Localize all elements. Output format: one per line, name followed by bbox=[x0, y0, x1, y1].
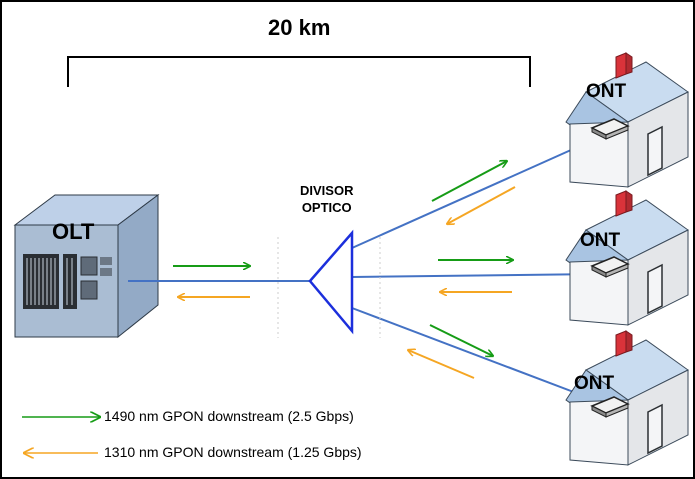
optical-splitter-icon bbox=[308, 229, 354, 335]
fiber-lines bbox=[128, 136, 601, 403]
ont-label-2: ONT bbox=[580, 230, 621, 251]
olt-cabinet-icon bbox=[13, 194, 160, 339]
fiber-ont-3 bbox=[351, 307, 601, 403]
fiber-ont-1 bbox=[351, 136, 601, 249]
distance-label: 20 km bbox=[268, 15, 331, 40]
upstream-arrow-ont-1 bbox=[447, 186, 516, 224]
signal-arrows bbox=[173, 161, 516, 379]
downstream-arrow-ont-1 bbox=[431, 161, 507, 202]
olt-label: OLT bbox=[52, 219, 95, 244]
fiber-ont-2 bbox=[351, 273, 601, 278]
splitter-label-line1: DIVISOR bbox=[300, 183, 354, 198]
house-ont-1-icon bbox=[565, 52, 689, 188]
legend-upstream-text: 1310 nm GPON downstream (1.25 Gbps) bbox=[104, 444, 362, 460]
ont-label-1: ONT bbox=[586, 81, 627, 102]
upstream-arrow-ont-3 bbox=[408, 350, 475, 379]
splitter-label-line2: OPTICO bbox=[301, 200, 352, 215]
house-ont-2-icon bbox=[565, 190, 689, 326]
splitter-dotted-outline bbox=[277, 237, 381, 338]
distance-bracket bbox=[67, 56, 531, 87]
ont-label-3: ONT bbox=[574, 373, 615, 394]
house-ont-3-icon bbox=[565, 330, 689, 466]
splitter-label: DIVISOR OPTICO bbox=[300, 182, 353, 216]
legend-downstream-text: 1490 nm GPON downstream (2.5 Gbps) bbox=[104, 408, 354, 424]
downstream-arrow-ont-3 bbox=[429, 324, 493, 356]
